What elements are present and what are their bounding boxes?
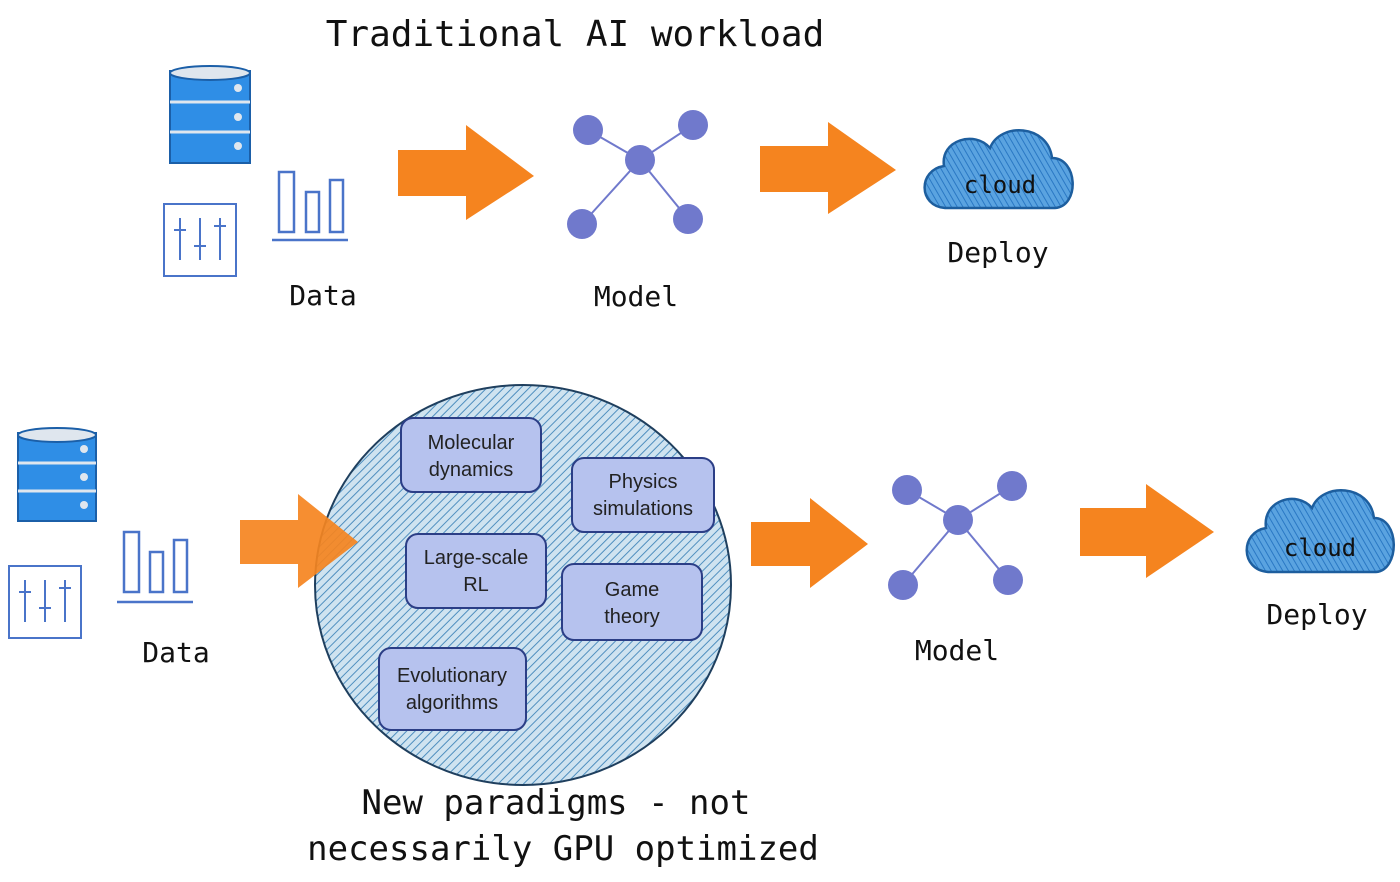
svg-text:theory: theory xyxy=(604,606,660,628)
arrow-icon xyxy=(398,125,534,220)
arrow-icon xyxy=(760,122,896,214)
svg-text:algorithms: algorithms xyxy=(406,692,498,714)
cloud-icon: cloud xyxy=(1245,489,1395,574)
data-label-top: Data xyxy=(289,279,356,312)
caption-line-2: necessarily GPU optimized xyxy=(307,829,819,869)
network-model-icon xyxy=(567,110,708,239)
caption-line-1: New paradigms - not xyxy=(362,783,751,823)
arrow-icon xyxy=(240,494,358,588)
box-physics-simulations: Physics simulations xyxy=(571,457,715,533)
arrow-icon xyxy=(1080,484,1214,578)
network-model-icon xyxy=(888,471,1027,600)
bar-chart-icon xyxy=(272,170,348,242)
svg-text:Evolutionary: Evolutionary xyxy=(397,665,507,687)
arrow-icon xyxy=(751,498,868,588)
sliders-icon xyxy=(163,203,237,277)
sliders-icon xyxy=(8,565,82,639)
cloud-icon: cloud xyxy=(923,129,1074,210)
bar-chart-icon xyxy=(117,530,193,604)
database-icon xyxy=(169,65,251,164)
data-label-bottom: Data xyxy=(142,636,209,669)
model-label-bottom: Model xyxy=(915,634,999,667)
svg-text:Game: Game xyxy=(605,579,659,601)
cloud-text-top: cloud xyxy=(964,171,1036,199)
box-large-scale-rl: Large-scale RL xyxy=(405,533,547,609)
deploy-label-bottom: Deploy xyxy=(1266,598,1367,631)
model-label-top: Model xyxy=(594,280,678,313)
database-icon xyxy=(17,427,97,522)
box-molecular-dynamics: Molecular dynamics xyxy=(400,417,542,493)
box-game-theory: Game theory xyxy=(561,563,703,641)
title-traditional-ai-workload: Traditional AI workload xyxy=(326,14,825,55)
box-evolutionary-algorithms: Evolutionary algorithms xyxy=(378,647,527,731)
svg-text:Large-scale: Large-scale xyxy=(424,547,529,569)
cloud-text-bottom: cloud xyxy=(1284,534,1356,562)
svg-text:simulations: simulations xyxy=(593,498,693,520)
deploy-label-top: Deploy xyxy=(947,236,1048,269)
svg-text:dynamics: dynamics xyxy=(429,459,513,481)
svg-text:Molecular: Molecular xyxy=(428,432,515,454)
svg-text:Physics: Physics xyxy=(609,471,678,493)
svg-text:RL: RL xyxy=(463,574,489,596)
